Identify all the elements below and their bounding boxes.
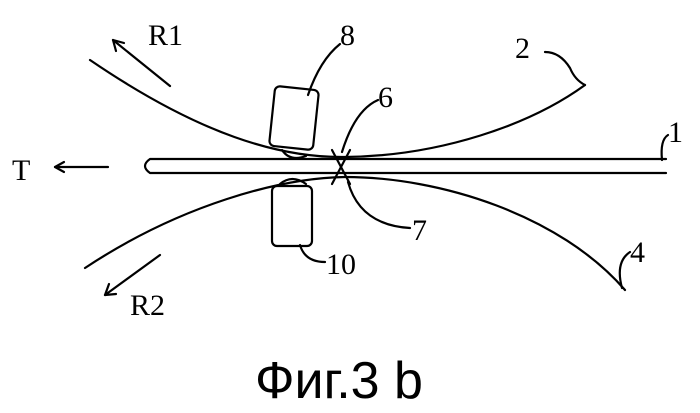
leader-8 bbox=[308, 44, 340, 95]
leader-10 bbox=[300, 245, 325, 262]
leader-6 bbox=[342, 100, 378, 152]
label-6: 6 bbox=[378, 81, 393, 114]
leader-2 bbox=[545, 52, 585, 85]
label-t: T bbox=[12, 154, 30, 187]
label-r2: R2 bbox=[130, 289, 165, 322]
upper-roll-curve bbox=[90, 60, 585, 157]
upper-nozzle-body bbox=[269, 86, 319, 150]
lower-nozzle-body bbox=[272, 186, 312, 246]
label-4: 4 bbox=[630, 236, 645, 269]
label-2: 2 bbox=[515, 32, 530, 65]
figure-caption: Фиг.3 b bbox=[255, 352, 423, 410]
label-7: 7 bbox=[412, 214, 427, 247]
label-1: 1 bbox=[668, 116, 683, 149]
label-10: 10 bbox=[326, 248, 356, 281]
leader-7 bbox=[348, 182, 410, 228]
strip-outline bbox=[145, 159, 666, 173]
label-8: 8 bbox=[340, 19, 355, 52]
label-r1: R1 bbox=[148, 19, 183, 52]
leader-4 bbox=[620, 252, 630, 288]
